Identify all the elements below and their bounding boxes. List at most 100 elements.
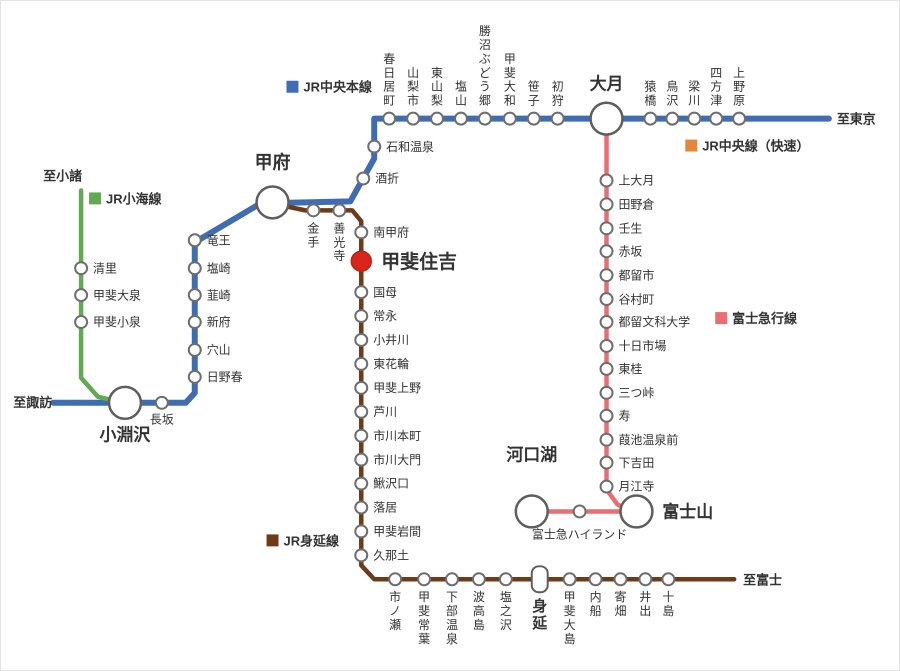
station-torisawa: 鳥沢 [665, 79, 680, 126]
station-marker-kai-iwama [354, 524, 369, 539]
station-marker-yamanashishi [406, 111, 421, 126]
legend-swatch-fujikyu [715, 312, 728, 325]
legend-jr-chuo-main: JR中央本線 [286, 80, 372, 95]
station-marker-higashi-katsura [599, 361, 614, 376]
station-marker-kunado [354, 548, 369, 563]
station-marker-akasaka [599, 244, 614, 259]
station-sakaori: 酒折 [356, 171, 399, 186]
station-label-higashi-katsura: 東桂 [618, 361, 642, 376]
station-label-mitsutoge: 三つ峠 [618, 385, 654, 400]
station-marker-kofu [255, 185, 290, 220]
legend-label-jr-chuo-main: JR中央本線 [303, 80, 371, 95]
station-kai-sumiyoshi: 甲斐住吉 [350, 250, 457, 273]
station-marker-mitsutoge [599, 385, 614, 400]
station-kofu: 甲府 [255, 151, 291, 220]
station-marker-ochii [354, 500, 369, 515]
station-kai-koizumi: 甲斐小泉 [74, 315, 141, 330]
legend-jr-minobu: JR身延線 [266, 533, 339, 548]
station-label-uenohara: 上野原 [733, 66, 745, 108]
station-ide: 井出 [638, 572, 653, 618]
station-marker-shimo-yoshida [599, 455, 614, 470]
station-yanagawa: 梁川 [687, 79, 702, 126]
station-label-gekkoji: 月江寺 [618, 480, 654, 494]
station-yamuramachi: 谷村町 [599, 292, 654, 306]
station-marker-kai-oizumi [74, 288, 89, 303]
station-label-ochii: 落居 [373, 501, 397, 515]
station-marker-hatsukari [550, 111, 565, 126]
station-label-yamuramachi: 谷村町 [618, 292, 654, 306]
station-marker-kai-oshima [562, 572, 577, 587]
station-label-anayama: 穴山 [207, 342, 231, 357]
station-label-kiyosato: 清里 [93, 261, 117, 275]
station-shimobe-onsen: 下部温泉 [445, 572, 459, 646]
station-label-minobu: 身延 [531, 597, 548, 632]
station-label-isawa-onsen: 石和温泉 [386, 140, 434, 154]
station-kokubo: 国母 [354, 285, 397, 300]
station-marker-ide [638, 572, 653, 587]
edge-label-to-tokyo: 至東京 [837, 112, 876, 127]
station-marker-utsubuna [588, 572, 603, 587]
station-label-ide: 井出 [639, 590, 651, 618]
station-label-shinpu: 新府 [207, 314, 231, 329]
station-label-shiozaki: 塩崎 [207, 260, 231, 275]
station-label-sasago: 笹子 [528, 80, 540, 108]
station-tanokura: 田野倉 [599, 197, 654, 212]
station-shimo-yoshida: 下吉田 [599, 455, 654, 470]
station-marker-kai-koizumi [74, 315, 89, 330]
station-marker-kai-ueno [354, 380, 369, 395]
station-marker-otsuki [589, 101, 624, 136]
station-marker-anayama [187, 342, 202, 357]
station-label-katsunuma-budokyo: 勝沼ぶどう郷 [479, 23, 491, 108]
station-joei: 常永 [354, 309, 397, 323]
station-label-kobuchizawa: 小淵沢 [100, 425, 152, 445]
line-jr-minobu [274, 202, 737, 582]
station-fujisan: 富士山 [619, 494, 713, 529]
station-marker-nagasaka [154, 395, 169, 410]
station-ashikawa: 芦川 [354, 404, 397, 419]
station-higashi-hanawa: 東花輪 [354, 356, 409, 371]
station-marker-kokubo [354, 285, 369, 300]
station-marker-shionosawa [498, 572, 513, 587]
station-kunado: 久那土 [354, 548, 409, 563]
station-label-zenkoji: 善光寺 [333, 220, 345, 263]
legend-swatch-jr-koumi [89, 192, 102, 205]
station-kobuchizawa: 小淵沢 [100, 385, 152, 445]
station-marker-kai-yamato [502, 111, 517, 126]
station-marker-sasago [526, 111, 541, 126]
station-utsubuna: 内船 [588, 572, 603, 618]
station-label-yamanashishi: 山梨市 [407, 66, 419, 108]
station-marker-uenohara [732, 111, 747, 126]
station-ichikawa-honmachi: 市川本町 [354, 428, 421, 443]
station-marker-fujisan [619, 494, 654, 529]
station-marker-ichinose [388, 572, 403, 587]
station-label-higashi-hanawa: 東花輪 [373, 356, 409, 371]
station-marker-shinpu [187, 315, 202, 330]
station-marker-mibu [599, 221, 614, 236]
station-label-kanade: 金手 [307, 220, 319, 249]
station-shionosawa: 塩之沢 [498, 572, 513, 632]
station-label-kasugaicho: 春日居町 [383, 52, 395, 108]
station-zenkoji: 善光寺 [332, 203, 347, 263]
station-marker-shiotsu [709, 111, 724, 126]
station-kanade: 金手 [306, 203, 321, 249]
station-marker-minobu [530, 565, 549, 594]
station-marker-hadakajima [471, 572, 486, 587]
station-label-nirasaki: 韮崎 [207, 288, 231, 302]
station-marker-gekkoji [599, 479, 614, 494]
station-marker-nirasaki [187, 288, 202, 303]
station-marker-kanade [306, 203, 321, 218]
station-label-tsurushi: 都留市 [618, 267, 654, 282]
station-label-shimo-yoshida: 下吉田 [618, 456, 654, 470]
station-marker-kami-otsuki [599, 173, 614, 188]
station-label-koikawa: 小井川 [373, 333, 409, 347]
station-kai-oshima: 甲斐大島 [562, 572, 577, 646]
station-label-tsuru-bunkadaigaku: 都留文科大学 [618, 314, 690, 329]
legend-label-jr-chuo-rapid: JR中央線（快速） [702, 139, 809, 154]
station-minobu: 身延 [530, 565, 549, 632]
station-label-sakaori: 酒折 [375, 171, 399, 186]
station-marker-torisawa [665, 111, 680, 126]
station-label-fujikyu-highland: 富士急ハイランド [532, 526, 627, 541]
station-yamanashishi: 山梨市 [406, 66, 421, 126]
station-tsurushi: 都留市 [599, 267, 654, 282]
